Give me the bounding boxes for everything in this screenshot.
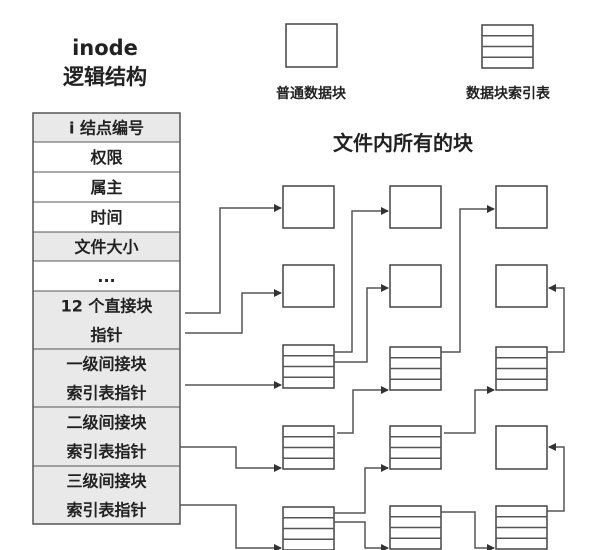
pointer-arrow [337, 386, 389, 434]
index-table-block [495, 346, 548, 391]
pointer-arrow [334, 464, 389, 514]
inode-field-label: 索引表指针 [66, 501, 146, 520]
inode-field-row: 属主 [32, 171, 181, 203]
index-table-block [282, 425, 335, 470]
double-indirect-arrow [180, 446, 282, 472]
data-block-icon [285, 23, 338, 68]
inode-field-label: 一级间接块 [66, 355, 147, 374]
data-block [495, 185, 548, 229]
blocks-title: 文件内所有的块 [333, 131, 474, 155]
inode-field-label: 指针 [90, 326, 122, 345]
index-table-block [389, 505, 442, 550]
inode-field-row: ... [32, 260, 181, 292]
triple-indirect-arrow [180, 504, 282, 550]
inode-field-cell [32, 406, 181, 467]
pointer-arrow [547, 284, 565, 353]
pointer-arrow [334, 207, 389, 353]
data-block [282, 185, 335, 229]
data-block [282, 264, 335, 308]
data-block [389, 264, 442, 308]
data-block [495, 425, 548, 470]
pointer-arrow [547, 443, 565, 512]
inode-field-label: 二级间接块 [66, 413, 147, 432]
inode-field-label: 12 个直接块 [61, 297, 154, 316]
index-table-block [282, 506, 335, 550]
inode-field-label: ... [97, 267, 115, 286]
direct-pointer-arrow [185, 289, 282, 334]
pointer-arrow [334, 521, 389, 550]
legend-data-block: 普通数据块 [276, 23, 347, 102]
legend-data-block-label: 普通数据块 [276, 85, 347, 102]
inode-field-label: 索引表指针 [66, 384, 146, 403]
inode-field-cell [32, 141, 181, 173]
pointer-arrow [441, 511, 495, 550]
index-table-block [389, 425, 442, 470]
inode-field-row: 时间 [32, 201, 181, 233]
inode-field-label: 属主 [90, 178, 122, 197]
inode-table-border [32, 112, 181, 525]
inode-field-label: i 结点编号 [69, 119, 144, 138]
index-table-block [389, 346, 442, 391]
inode-field-row: 文件大小 [32, 231, 181, 262]
direct-pointer-arrow [185, 204, 282, 314]
legend-index-table-label: 数据块索引表 [466, 85, 551, 102]
inode-field-label: 索引表指针 [66, 442, 146, 461]
inode-field-label: 时间 [90, 208, 122, 227]
pointer-arrow [334, 284, 389, 363]
inode-subtitle: 逻辑结构 [63, 65, 147, 89]
index-table-icon [481, 24, 534, 69]
legend-index-table: 数据块索引表 [466, 24, 551, 102]
pointer-arrow [441, 205, 495, 353]
inode-title: inode [72, 36, 138, 60]
pointer-arrow [444, 386, 495, 434]
data-block [389, 185, 442, 229]
data-block [495, 264, 548, 308]
inode-field-label: 文件大小 [74, 238, 138, 257]
index-table-block [282, 344, 335, 389]
inode-field-label: 三级间接块 [66, 472, 147, 491]
inode-field-label: 权限 [89, 148, 123, 167]
inode-field-row: i 结点编号 [32, 112, 181, 143]
index-table-block [495, 505, 548, 550]
inode-field-row: 权限 [32, 141, 181, 173]
